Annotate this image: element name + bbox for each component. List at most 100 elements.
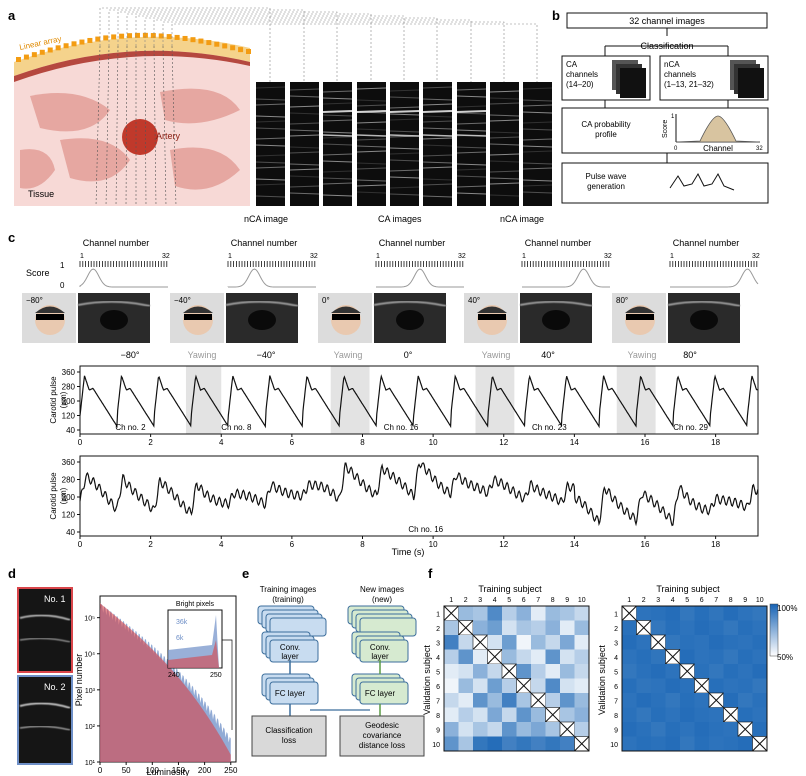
row-label: 3 (436, 640, 440, 647)
channel-label: Ch no. 29 (673, 423, 708, 432)
ultrasound-images (255, 82, 553, 206)
row-label: 4 (436, 655, 440, 662)
heat-cell (694, 606, 709, 621)
heat-cell (709, 707, 724, 722)
heat-cell (531, 707, 546, 722)
heat-cell (651, 606, 666, 621)
array-element (39, 49, 45, 55)
heat-cell (458, 736, 473, 751)
panel-b-flowchart: 32 channel images Classification CA chan… (561, 12, 769, 204)
validation-subject-label-2: Validation subject (597, 645, 607, 715)
x-tick-label: 0 (78, 438, 83, 447)
panel-letter-a: a (8, 8, 16, 23)
heat-cell (738, 678, 753, 693)
col-label: 8 (729, 597, 733, 604)
photo-angle-label: 0° (322, 296, 330, 305)
train-conv-label-2: layer (281, 652, 299, 661)
row-label: 4 (614, 655, 618, 662)
heat-cell (752, 649, 767, 664)
validation-subject-label-1: Validation subject (422, 645, 432, 715)
heat-cell (665, 736, 680, 751)
new-conv-label-1: Conv. (370, 643, 390, 652)
no1-label: No. 1 (44, 594, 66, 604)
heat-cell (444, 707, 459, 722)
angle-label: 80° (683, 350, 697, 360)
heat-cell (531, 736, 546, 751)
angle-label: 0° (404, 350, 413, 360)
array-element (174, 34, 180, 40)
heat-cell (680, 722, 695, 737)
nca-right-label: nCA image (500, 214, 544, 224)
x-tick-label: 18 (711, 540, 720, 549)
channel-number-label: Channel number (379, 238, 446, 248)
row-label: 7 (436, 698, 440, 705)
array-element (119, 33, 125, 39)
beam-lines (95, 7, 538, 207)
heat-cell (444, 736, 459, 751)
heat-cell (487, 707, 502, 722)
col-label: 3 (656, 597, 660, 604)
heat-cell (723, 664, 738, 679)
inset-x-tick: 250 (210, 672, 222, 679)
heat-cell (502, 678, 517, 693)
panel-letter-b: b (552, 8, 560, 23)
heat-cell (502, 722, 517, 737)
ch-end-tick: 32 (752, 253, 760, 260)
panel-e-network: Training images (training) New images (n… (251, 585, 425, 757)
array-element (198, 38, 204, 44)
skin-layer (14, 36, 250, 76)
heat-cell (487, 693, 502, 708)
heat-cell (560, 606, 575, 621)
heat-cell (665, 722, 680, 737)
y-tick-label: 360 (62, 368, 76, 377)
ca-channels-line2: channels (566, 70, 598, 79)
sample-image-1 (17, 587, 73, 673)
heat-cell (545, 693, 560, 708)
heat-cell (545, 664, 560, 679)
heat-cell (531, 678, 546, 693)
heat-cell (636, 635, 651, 650)
heat-cell (622, 635, 637, 650)
yawing-label: Yawing (334, 350, 363, 360)
heat-cell (516, 635, 531, 650)
heat-cell (709, 722, 724, 737)
heat-cell (560, 707, 575, 722)
array-element (103, 35, 109, 41)
inset-x-tick: 240 (168, 672, 180, 679)
yawing-band (185, 366, 222, 434)
array-element (16, 57, 21, 62)
hist-y-tick: 10² (85, 724, 96, 731)
col-label: 9 (743, 597, 747, 604)
ch-start-tick: 1 (376, 253, 380, 260)
tick-x0: 0 (674, 146, 678, 152)
heat-cell (694, 649, 709, 664)
heat-cell (738, 664, 753, 679)
channel-label-b: Channel (703, 144, 733, 153)
heat-cell (531, 722, 546, 737)
heat-cell (502, 736, 517, 751)
array-element (142, 32, 148, 38)
array-element (63, 43, 69, 49)
heat-cell (487, 678, 502, 693)
photo-angle-label: −40° (174, 296, 191, 305)
inset-6k: 6k (176, 635, 184, 642)
x-tick-label: 12 (499, 438, 508, 447)
array-element (127, 33, 133, 39)
heat-cell (458, 693, 473, 708)
col-label: 1 (449, 597, 453, 604)
heat-cell (622, 722, 637, 737)
nca-channels-line2: channels (664, 70, 696, 79)
ch-end-tick: 32 (604, 253, 612, 260)
photo-angle-label: −80° (26, 296, 43, 305)
heat-cell (651, 707, 666, 722)
ca-prob-line1: CA probability (581, 120, 630, 129)
heat-cell (473, 722, 488, 737)
nca-channels-line3: (1–13, 21–32) (664, 80, 714, 89)
heat-cell (444, 620, 459, 635)
heat-cell (680, 693, 695, 708)
heat-cell (636, 678, 651, 693)
heat-cell (636, 722, 651, 737)
heat-cell (516, 649, 531, 664)
score-curve (376, 268, 464, 288)
